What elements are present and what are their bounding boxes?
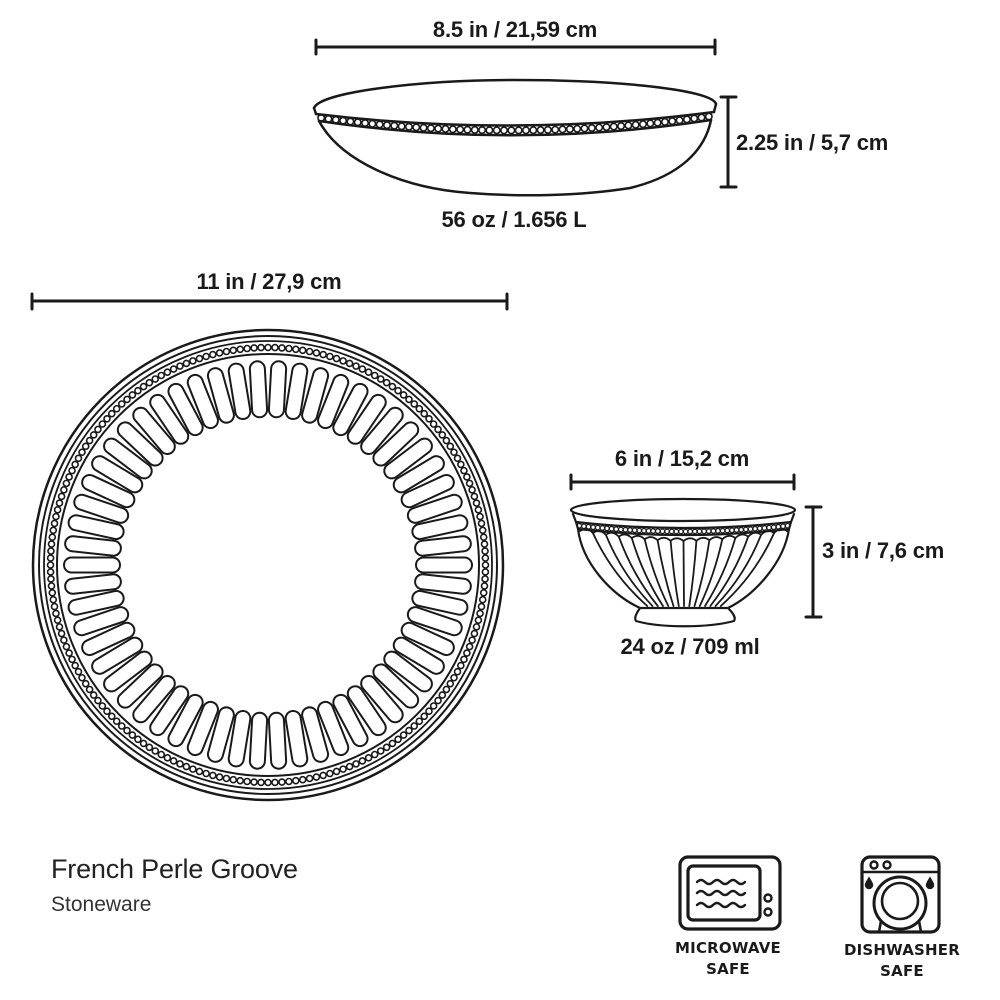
cereal-bowl-height-label: 3 in / 7,6 cm (822, 538, 945, 563)
serving-bowl-height-dimension (719, 95, 738, 189)
serving-bowl-capacity-label: 56 oz / 1.656 L (441, 207, 587, 232)
plate-bead-ring (46, 343, 490, 787)
cereal-bowl-capacity-label: 24 oz / 709 ml (620, 634, 760, 659)
cereal-bowl-bead-band (576, 522, 791, 535)
serving-bowl-width-label: 8.5 in / 21,59 cm (432, 17, 598, 42)
microwave-safe-line2: SAFE (706, 960, 750, 978)
serving-bowl-drawing (312, 78, 718, 197)
cereal-bowl-width-label: 6 in / 15,2 cm (614, 446, 750, 471)
microwave-safe-line1: MICROWAVE (675, 939, 781, 957)
plate-width-dimension (30, 292, 509, 311)
serving-bowl-width-dimension (314, 38, 717, 56)
dishwasher-safe-label: DISHWASHER SAFE (844, 940, 960, 982)
plate-width-label: 11 in / 27,9 cm (196, 269, 342, 294)
cereal-bowl-drawing (569, 497, 797, 628)
microwave-safe-label: MICROWAVE SAFE (675, 938, 781, 980)
dishwasher-safe-line1: DISHWASHER (843, 941, 961, 959)
dinner-plate-drawing (31, 328, 505, 802)
cereal-bowl-ribs (579, 528, 788, 607)
serving-bowl-height-label: 2.25 in / 5,7 cm (736, 130, 889, 155)
serving-bowl-bead-band (317, 112, 713, 135)
cereal-bowl-height-dimension (804, 505, 823, 619)
microwave-icon (678, 855, 782, 931)
cereal-bowl-width-dimension (569, 473, 796, 491)
dishwasher-safe-line2: SAFE (880, 962, 924, 980)
dishwasher-icon (860, 855, 941, 934)
product-material: Stoneware (51, 893, 152, 916)
plate-groove-ring (63, 360, 473, 770)
product-name: French Perle Groove (51, 854, 298, 884)
